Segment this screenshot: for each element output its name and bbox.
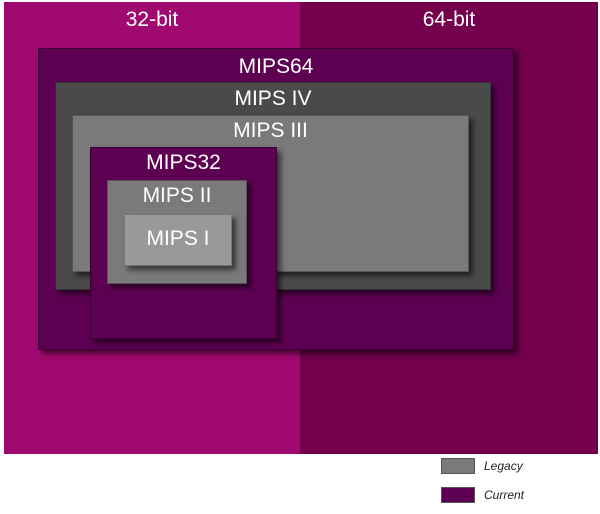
box-mips1: MIPS I (124, 214, 232, 266)
legend-legacy-swatch (441, 458, 475, 474)
box-mips32-label: MIPS32 (146, 151, 221, 174)
legend-current-swatch (441, 487, 475, 503)
box-mips64-label: MIPS64 (238, 55, 314, 78)
box-mips2-label: MIPS II (142, 184, 212, 207)
legend-current-label: Current (484, 488, 525, 502)
box-mips1-label: MIPS I (146, 227, 210, 250)
box-mips4-label: MIPS IV (234, 87, 312, 110)
legend-legacy-label: Legacy (484, 459, 523, 473)
region-32bit-label: 32-bit (125, 8, 179, 31)
box-mips3-label: MIPS III (233, 119, 308, 142)
region-64bit-label: 64-bit (422, 8, 476, 31)
